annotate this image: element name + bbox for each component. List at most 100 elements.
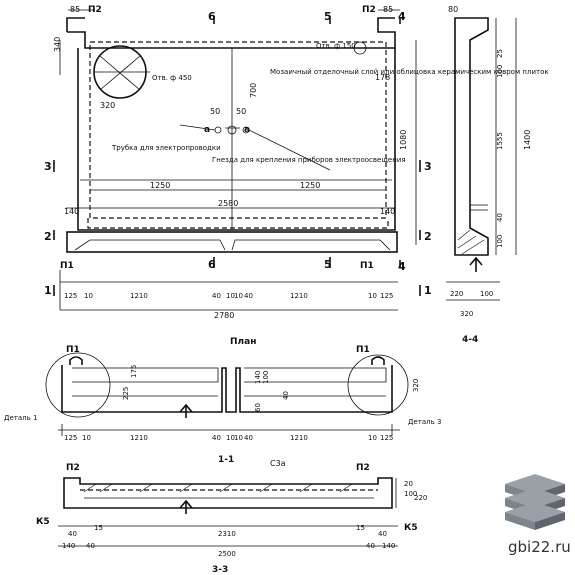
- sec11-chain-10-right: 10: [368, 434, 377, 442]
- detail3-circle: [347, 354, 409, 416]
- sec11-title: 1-1: [218, 455, 234, 465]
- plan-label-tube: Трубка для электропроводки: [111, 144, 221, 152]
- sec11-chain-10-mid-left: 10: [226, 434, 235, 442]
- plan-dim-320: 320: [100, 101, 115, 110]
- sec11-chain-40-left: 40: [212, 434, 221, 442]
- sec44-title: 4-4: [462, 335, 478, 345]
- sec33-label-k5-left: К5: [36, 517, 50, 527]
- sec44-dim-220: 220: [450, 290, 463, 298]
- sec33-chain-40-left: 40: [68, 530, 77, 538]
- plan-section-6-top: 6: [208, 10, 216, 23]
- sec33-label-p2-left: П2: [66, 463, 80, 473]
- sec33-chain-40-left-2: 40: [86, 542, 95, 550]
- section-3-3: [58, 477, 398, 547]
- sec33-dim-20: 20: [404, 480, 413, 488]
- sec33-chain-40-right: 40: [378, 530, 387, 538]
- plan-dim-1250-right: 1250: [300, 181, 320, 190]
- plan-chain-10-mid-left: 10: [226, 292, 235, 300]
- plan-dim-85-left: 85: [70, 5, 80, 14]
- plan-chain-125-left: 125: [64, 292, 77, 300]
- sec11-label-detail3: Деталь 3: [408, 418, 441, 426]
- sec11-dim-40: 40: [282, 391, 290, 400]
- plan-chain-10-left: 10: [84, 292, 93, 300]
- sec44-dim-100-side: 100: [480, 290, 493, 298]
- plan-section-1-left: 1: [44, 284, 52, 297]
- plan-dim-340: 340: [53, 37, 62, 52]
- plan-dim-1080: 1080: [399, 130, 408, 150]
- plan-dim-140-right: 140: [380, 207, 395, 216]
- sec33-chain-15-right: 15: [356, 524, 365, 532]
- plan-dim-total-2780: 2780: [214, 311, 234, 320]
- detail1-circle: [45, 352, 111, 418]
- sec11-dim-140: 140: [254, 371, 262, 384]
- sec33-chain-140-right: 140: [382, 542, 395, 550]
- sec33-chain-140-left: 140: [62, 542, 75, 550]
- plan-chain-1210-right: 1210: [290, 292, 308, 300]
- plan-label-a-right: а: [244, 125, 250, 135]
- plan-label-a-left: а: [204, 125, 210, 135]
- plan-section-2-left: 2: [44, 230, 52, 243]
- sec44-dim-40: 40: [496, 213, 504, 222]
- plan-view: [53, 9, 421, 311]
- plan-bottom-rib: [66, 231, 398, 253]
- plan-section-4-top: 4: [398, 10, 406, 23]
- sec44-dim-1400: 1400: [523, 130, 532, 150]
- plan-section-3-left: 3: [44, 160, 52, 173]
- sec44-dim-25: 25: [496, 49, 504, 58]
- sec33-chain-40-right-2: 40: [366, 542, 375, 550]
- plan-section-5-top: 5: [324, 10, 332, 23]
- sec11-chain-10-mid-right: 10: [234, 434, 243, 442]
- plan-title: План: [230, 337, 256, 347]
- plan-dim-1250-left: 1250: [150, 181, 170, 190]
- section-1-1: [45, 352, 409, 436]
- sec11-label-p1-right: П1: [356, 345, 370, 355]
- plan-dim-2580: 2580: [218, 199, 238, 208]
- plan-label-p2-left: П2: [88, 5, 102, 15]
- sec11-dim-225: 225: [122, 387, 130, 400]
- plan-dim-140-left: 140: [64, 207, 79, 216]
- plan-label-hole-150: Отв. ф 150: [316, 42, 356, 50]
- plan-chain-40-right: 40: [244, 292, 253, 300]
- plan-label-hole-450: Отв. ф 450: [152, 74, 192, 82]
- plan-label-mosaic: Мозаичный отделочный слой или облицовка …: [270, 68, 549, 76]
- plan-dim-50a: 50: [210, 107, 220, 116]
- sec44-dim-100-bottom: 100: [496, 235, 504, 248]
- plan-label-p1-right: П1: [360, 261, 374, 271]
- sec33-title: 3-3: [212, 565, 228, 575]
- section-4-4: [446, 17, 517, 301]
- sec11-dim-60: 60: [254, 403, 262, 412]
- plan-section-2-right: 2: [424, 230, 432, 243]
- plan-chain-10-mid-right: 10: [234, 292, 243, 300]
- plan-section-3-right: 3: [424, 160, 432, 173]
- plan-dim-178: 178: [375, 73, 390, 82]
- sec33-dim-100: 100: [404, 490, 417, 498]
- sec11-chain-1210-right: 1210: [290, 434, 308, 442]
- plan-dim-50b: 50: [236, 107, 246, 116]
- sec33-chain-2500: 2500: [218, 550, 236, 558]
- sec33-label-k5-right: К5: [404, 523, 418, 533]
- sec33-chain-15-left: 15: [94, 524, 103, 532]
- plan-chain-1210-left: 1210: [130, 292, 148, 300]
- sec44-dim-100-top: 100: [496, 65, 504, 78]
- plan-label-nests: Гнезда для крепления приборов электроосв…: [212, 156, 406, 164]
- sec11-dim-320: 320: [412, 379, 420, 392]
- sec11-label-p1-left: П1: [66, 345, 80, 355]
- plan-section-5-bottom: 5: [324, 258, 332, 271]
- sec11-chain-10-left: 10: [82, 434, 91, 442]
- plan-section-1-right: 1: [424, 284, 432, 297]
- watermark-text: gbi22.ru: [508, 538, 571, 556]
- sec11-chain-1210-left: 1210: [130, 434, 148, 442]
- sec44-dim-80: 80: [448, 5, 458, 14]
- plan-label-p1-left: П1: [60, 261, 74, 271]
- hole-150: [353, 41, 367, 55]
- plan-chain-125-right: 125: [380, 292, 393, 300]
- plan-dim-85-right: 85: [383, 5, 393, 14]
- sec11-chain-125-right: 125: [380, 434, 393, 442]
- plan-section-4-bottom: 4: [398, 260, 406, 273]
- plan-dim-700: 700: [249, 83, 258, 98]
- plan-label-p2-right: П2: [362, 5, 376, 15]
- sec11-dim-100: 100: [262, 371, 270, 384]
- plan-inner-boundary: [89, 41, 387, 219]
- sec33-chain-2310: 2310: [218, 530, 236, 538]
